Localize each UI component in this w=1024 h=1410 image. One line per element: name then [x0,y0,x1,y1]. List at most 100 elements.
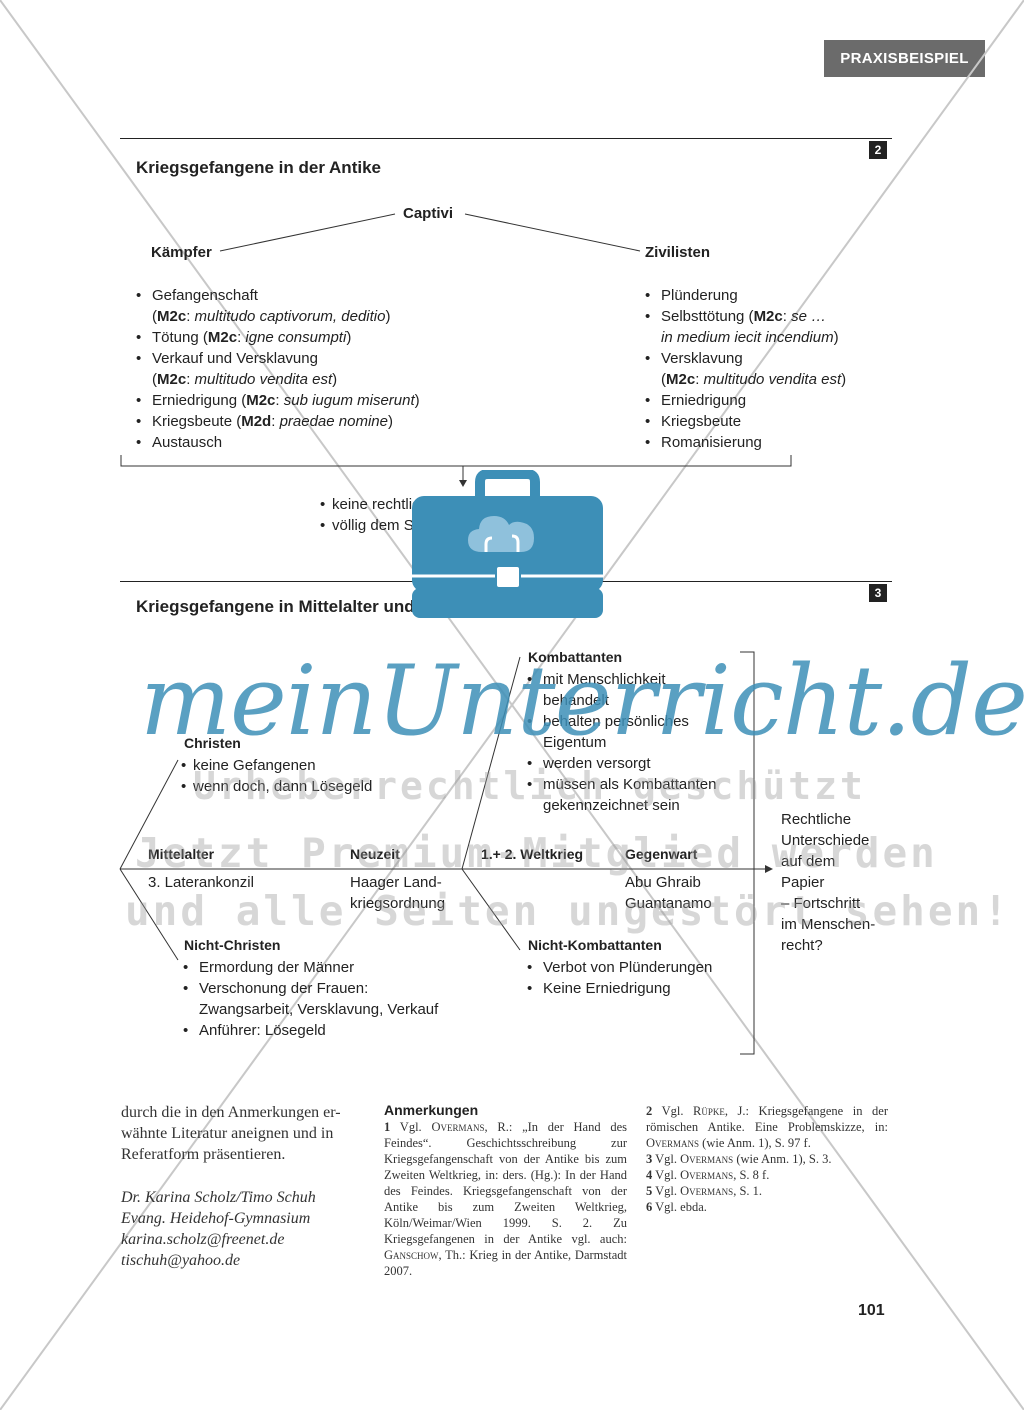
list-item-part: Erniedrigung [661,392,747,409]
list-item: Romanisierung [645,432,905,453]
timeline-gegenwart-sub: Abu Ghraib [625,874,701,891]
list-item-part: ) [414,392,420,409]
list-item: behandelt [543,692,609,709]
author-school: Evang. Heidehof-Gymnasium [121,1210,311,1227]
watermark-logo: meinUnterricht.de [140,645,1024,757]
notes-column-right: 2 Vgl. Rüpke, J.: Kriegsgefangene in der… [646,1103,888,1215]
list-item-part: Tötung ( [152,329,208,346]
list-item: Tötung (M2c: igne consumpti) [136,327,476,348]
note-author: Overmans [680,1152,734,1166]
list-item-part: se … [791,308,827,325]
note-text: , R.: „In der Hand des Feindes“. Geschic… [384,1120,627,1246]
list-item-part: M2c [666,371,696,388]
note-text: Vgl. [655,1184,681,1198]
nichtkombattanten-heading: Nicht-Kombattanten [528,937,662,953]
list-item-part: Versklavung [661,350,743,367]
list-item-part: : [275,392,284,409]
list-item: Erniedrigung [645,390,905,411]
conclusion-text: Rechtliche Unterschiede auf dem Papier –… [781,809,891,956]
list-item-part: Selbsttötung ( [661,308,754,325]
list-item: behalten persönliches [527,711,747,732]
list-item-part: Kriegsbeute [661,413,742,430]
note-text: Vgl. [661,1104,694,1118]
list-item: Eigentum [543,734,607,751]
list-item-part: M2c [753,308,783,325]
list-item-part: : [237,329,246,346]
note-text: Vgl. ebda. [655,1200,707,1214]
note-1: 1 Vgl. Overmans, R.: „In der Hand des Fe… [384,1119,627,1279]
list-item-part: M2c [157,308,187,325]
timeline-neuzeit: Neuzeit [350,846,400,862]
section-number: 3 [869,584,887,602]
list-item-part: ( [152,371,157,388]
list-item-part: sub iugum miserunt [283,392,415,409]
briefcase-icon [412,470,603,618]
note-number: 3 [646,1152,653,1166]
tree-root: Captivi [403,205,454,222]
author-block: Dr. Karina Scholz/Timo Schuh Evang. Heid… [121,1187,371,1271]
note-text: , S. 8 f. [733,1168,770,1182]
note-text: , S. 1. [733,1184,763,1198]
conclusion-line: im Menschen- [781,916,876,933]
note-author: Overmans [680,1184,734,1198]
note-text: (wie Anm. 1), S. 3. [733,1152,832,1166]
list-item: müssen als Kombattanten [527,774,747,795]
timeline-gegenwart-sub: Guantanamo [625,895,712,912]
note-author: Overmans [646,1136,700,1150]
author-email: karina.scholz@freenet.de [121,1231,285,1248]
kaempfer-heading: Kämpfer [151,244,212,261]
list-item-part: Austausch [152,434,223,451]
list-item: Selbsttötung (M2c: se … [645,306,905,327]
note-author: Overmans [431,1120,485,1134]
note-number: 5 [646,1184,653,1198]
section-divider [120,138,892,139]
timeline-mittelalter-sub: 3. Laterankonzil [148,874,254,891]
timeline-weltkrieg: 1.+ 2. Weltkrieg [481,846,584,862]
list-item-part: ) [841,371,847,388]
list-item-part: Plünderung [661,287,738,304]
list-item-part: Erniedrigung ( [152,392,247,409]
list-item-part: igne consumpti [245,329,347,346]
note-text: Vgl. [655,1168,681,1182]
list-item: Austausch [136,432,476,453]
list-item: Verschonung der Frauen: [183,978,483,999]
conclusion-line: – Fortschritt [781,895,861,912]
list-item-part: multitudo vendita est [703,371,842,388]
list-item-part: praedae nomine [279,413,388,430]
body-text: durch die in den Anmerkungen er- wähnte … [121,1102,371,1165]
list-item: mit Menschlichkeit [527,669,747,690]
list-item: (M2c: multitudo vendita est) [645,369,905,390]
notes-heading: Anmerkungen [384,1102,479,1118]
list-item-part: Romanisierung [661,434,762,451]
list-item-part: Kriegsbeute ( [152,413,242,430]
body-line: wähnte Literatur aneignen und in [121,1125,334,1142]
list-item-part: multitudo captivorum, deditio [194,308,386,325]
list-item: Verbot von Plünderungen [527,957,757,978]
section-title: Kriegsgefangene in der Antike [136,158,381,177]
watermark-line: Urheberrechtlich geschützt [193,764,866,808]
author-email: tischuh@yahoo.de [121,1252,241,1269]
list-item: Gefangenschaft [136,285,476,306]
list-item-part: ) [833,329,839,346]
list-item: Versklavung [645,348,905,369]
section-title: Kriegsgefangene in Mittelalter und Neuze… [136,597,480,616]
zivilisten-list: PlünderungSelbsttötung (M2c: se …in medi… [645,285,905,453]
list-item: in medium iecit incendium) [645,327,905,348]
author-name: Dr. Karina Scholz/Timo Schuh [121,1189,316,1206]
nichtchristen-list: Ermordung der Männer Verschonung der Fra… [183,957,483,1041]
list-item: Anführer: Lösegeld [183,1020,483,1041]
kaempfer-list: Gefangenschaft ( M2c: multitudo captivorum… [136,285,476,453]
watermark-line: Jetzt Premium-Mitglied werden [135,829,938,877]
note-text: (wie Anm. 1), S. 97 f. [699,1136,811,1150]
conclusion-line: Rechtliche [781,811,852,828]
list-item-part: : [186,308,195,325]
christen-heading: Christen [184,735,241,751]
conclusion-line: Unterschiede [781,832,870,849]
note-author: Ganschow [384,1248,439,1262]
list-item-part: ) [332,371,338,388]
notes-column: Anmerkungen 1 Vgl. Overmans, R.: „In der… [384,1102,627,1279]
kombattanten-list: mit Menschlichkeit behandelt behalten pe… [527,669,747,816]
note-text: Vgl. [655,1152,681,1166]
note-number: 6 [646,1200,653,1214]
list-item: Erniedrigung (M2c: sub iugum miserunt) [136,390,476,411]
